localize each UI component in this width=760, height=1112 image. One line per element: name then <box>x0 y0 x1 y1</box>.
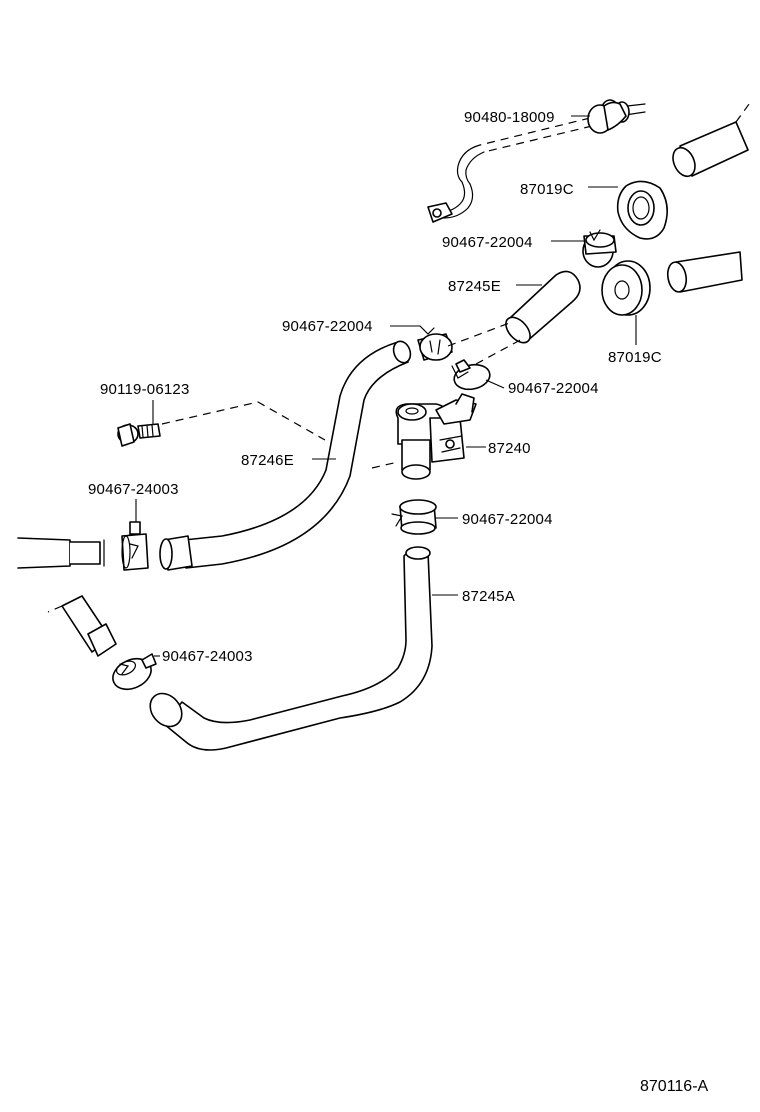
cable-grommet-assembly <box>427 99 646 223</box>
hose-clamp-icon <box>112 653 157 691</box>
water-valve-icon <box>395 393 477 480</box>
pipe-stub-lower-left <box>47 595 117 657</box>
hose-clamp-icon <box>391 499 437 535</box>
label-87240: 87240 <box>488 440 531 457</box>
clamp-reference-line-1 <box>447 321 513 347</box>
label-90119-06123: 90119-06123 <box>100 381 190 398</box>
hose-icon <box>505 270 581 344</box>
label-90467-22004-b: 90467-22004 <box>282 318 373 335</box>
label-90467-22004-c: 90467-22004 <box>508 380 599 397</box>
grommet-icon <box>601 260 651 316</box>
label-87245a: 87245A <box>462 588 515 605</box>
bolt-icon <box>117 423 161 447</box>
valve-reference-line <box>371 461 399 469</box>
label-90467-22004-d: 90467-22004 <box>462 511 553 528</box>
label-87019c-lower: 87019C <box>608 349 662 366</box>
pipe-stub-upper <box>672 99 753 178</box>
bolt-reference-line <box>161 401 326 441</box>
label-87245e: 87245E <box>448 278 501 295</box>
grommet-icon <box>616 180 668 240</box>
label-90467-24003-a: 90467-24003 <box>88 481 179 498</box>
pipe-stub-left <box>17 537 105 569</box>
grommet-cable-icon <box>587 99 630 134</box>
label-90467-24003-b: 90467-24003 <box>162 648 253 665</box>
label-90480-18009: 90480-18009 <box>464 109 555 126</box>
label-87246e: 87246E <box>241 452 294 469</box>
hose-clamp-icon <box>451 359 491 391</box>
hose-icon <box>159 340 412 571</box>
hose-clamp-icon <box>417 325 453 361</box>
label-87019c-upper: 87019C <box>520 181 574 198</box>
hose-clamp-icon <box>582 229 617 268</box>
label-90467-22004-a: 90467-22004 <box>442 234 533 251</box>
hose-clamp-icon <box>121 521 149 571</box>
clamp-reference-line-2 <box>475 337 525 365</box>
hose-icon <box>149 546 433 751</box>
connector-end-icon <box>427 202 453 223</box>
leader-lines <box>135 115 637 657</box>
pipe-stub-middle <box>666 251 743 293</box>
figure-code: 870116-A <box>640 1078 709 1095</box>
